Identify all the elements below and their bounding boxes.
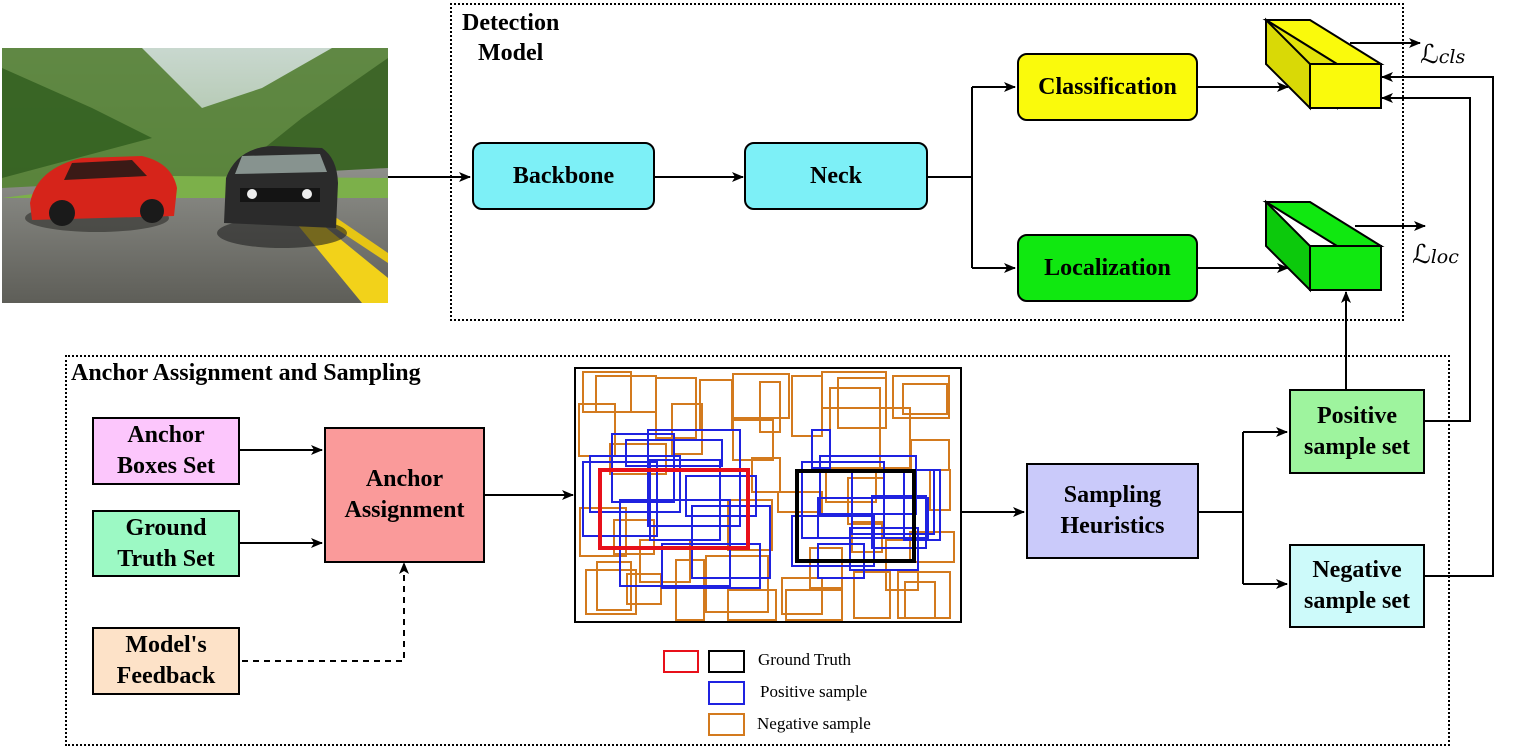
legend-swatch-blue — [708, 681, 745, 705]
legend-ground-truth-label: Ground Truth — [758, 650, 852, 669]
legend-swatch-black — [708, 650, 745, 673]
ground-truth-box-red — [598, 468, 750, 550]
negative-sample-set-block: Negative sample set — [1289, 544, 1425, 628]
negative-sample-set-label: Negative sample set — [1304, 557, 1410, 614]
localization-label: Localization — [1044, 254, 1171, 281]
ground-truth-set-label: Ground Truth Set — [117, 514, 215, 572]
positive-sample-set-block: Positive sample set — [1289, 389, 1425, 474]
detection-model-region — [450, 3, 1404, 321]
legend-negative-sample-label: Negative sample — [757, 714, 871, 733]
model-feedback-label: Model's Feedback — [116, 632, 216, 689]
backbone-block: Backbone — [472, 142, 655, 210]
anchor-boxes-set-block: Anchor Boxes Set — [92, 417, 240, 485]
sampling-heuristics-block: Sampling Heuristics — [1026, 463, 1199, 559]
legend-positive-sample-label: Positive sample — [760, 682, 868, 701]
anchor-boxes-set-label: Anchor Boxes Set — [117, 422, 215, 479]
localization-block: Localization — [1017, 234, 1198, 302]
localization-feature-block — [1262, 199, 1385, 293]
legend-swatch-orange — [708, 713, 745, 736]
input-car-image — [2, 48, 388, 303]
anchor-visualization-panel — [574, 367, 962, 623]
ground-truth-set-block: Ground Truth Set — [92, 510, 240, 577]
detection-model-title: Detection Model — [462, 10, 560, 66]
classification-loss-label: ℒcls — [1420, 40, 1466, 70]
localization-loss-label: ℒloc — [1412, 240, 1459, 270]
anchor-assignment-label: Anchor Assignment — [344, 466, 465, 523]
backbone-label: Backbone — [512, 162, 615, 189]
neck-block: Neck — [744, 142, 928, 210]
neck-label: Neck — [810, 162, 862, 189]
classification-label: Classification — [1038, 73, 1177, 100]
ground-truth-box-black — [795, 469, 916, 563]
legend-swatch-red — [663, 650, 699, 673]
anchor-assignment-region — [65, 355, 1450, 746]
positive-sample-boxes — [582, 429, 941, 589]
sampling-heuristics-label: Sampling Heuristics — [1060, 482, 1165, 539]
model-feedback-block: Model's Feedback — [92, 627, 240, 695]
classification-feature-block — [1262, 17, 1385, 111]
anchor-section-title: Anchor Assignment and Sampling — [71, 360, 421, 386]
classification-block: Classification — [1017, 53, 1198, 121]
positive-sample-set-label: Positive sample set — [1304, 402, 1410, 460]
anchor-assignment-block: Anchor Assignment — [324, 427, 485, 563]
